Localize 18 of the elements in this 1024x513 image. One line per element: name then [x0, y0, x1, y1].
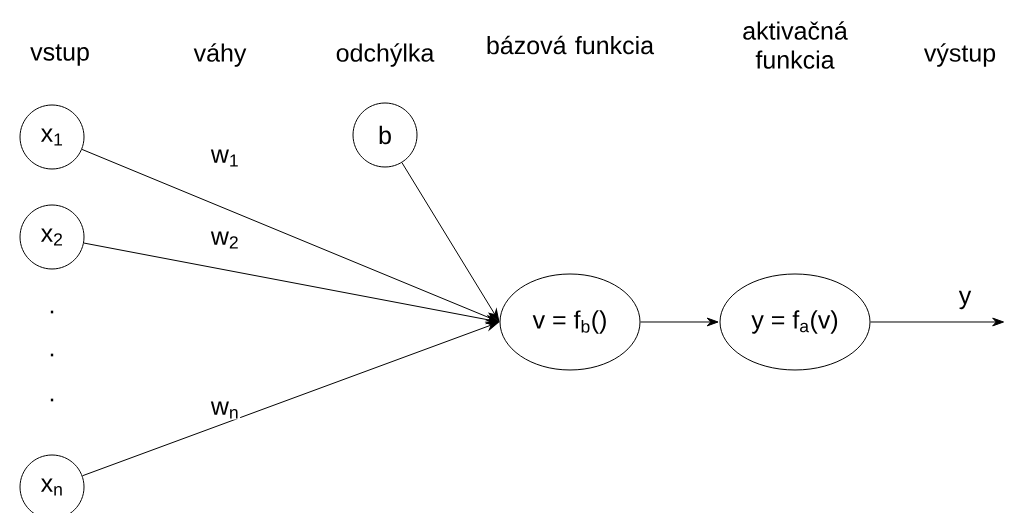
edge-label: w$_{1}$: [209, 148, 241, 168]
column-heading: vstup: [30, 44, 89, 66]
arrow: [82, 322, 499, 477]
edge-label: w$_{n}$: [209, 400, 241, 420]
column-heading: výstup: [923, 43, 996, 67]
arrow: [83, 242, 499, 324]
column-heading: váhy: [193, 43, 247, 67]
edge-label: y: [957, 289, 973, 311]
column-heading: bázová funkcia: [487, 35, 655, 55]
ellipsis-dot: .: [50, 398, 54, 402]
column-heading: odchýlka: [336, 43, 435, 67]
arrow: [401, 162, 500, 322]
ellipsis-dot: .: [50, 310, 54, 314]
arrow: [640, 317, 719, 327]
edge-label: w$_{2}$: [209, 230, 241, 250]
ellipsis-dot: .: [50, 353, 54, 357]
column-heading: aktivačná funkcia: [743, 21, 848, 69]
arrow: [870, 317, 1004, 327]
